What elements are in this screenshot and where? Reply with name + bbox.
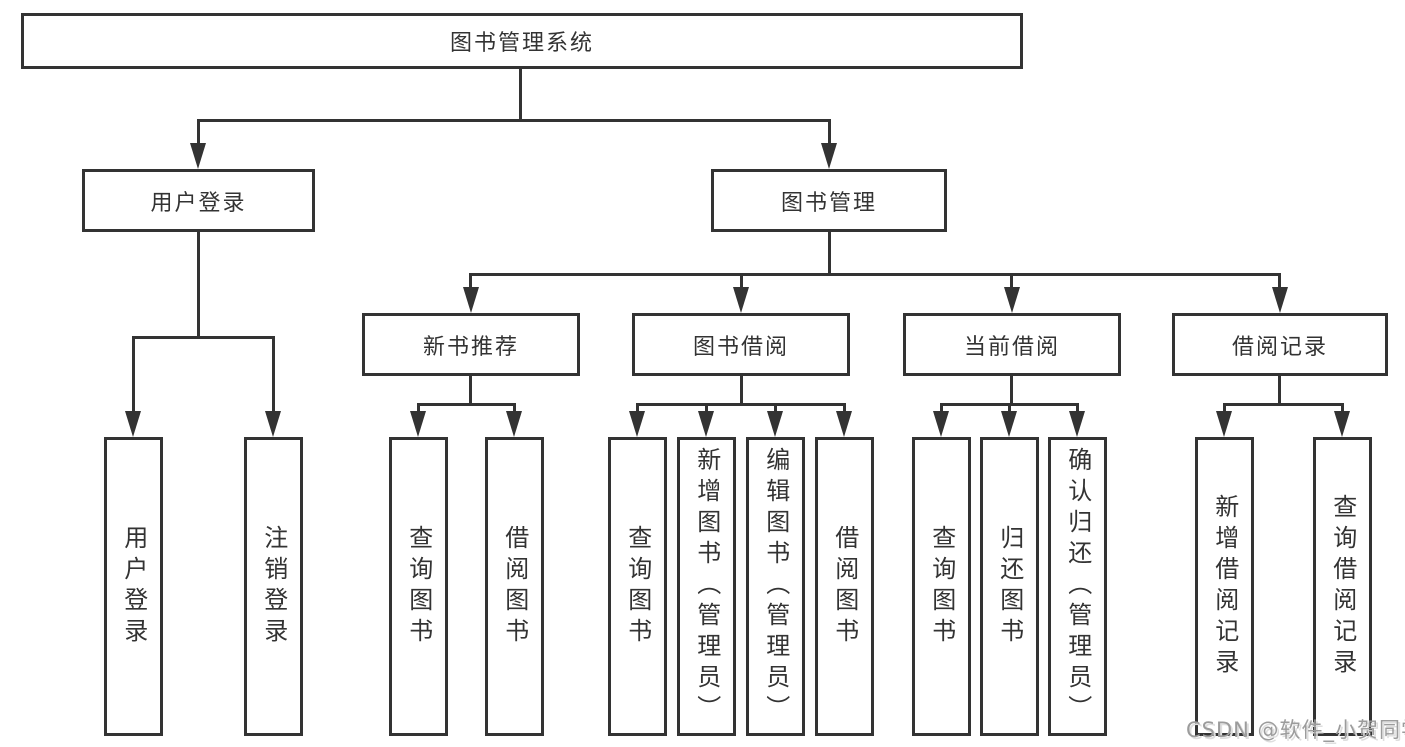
leaf-borrow-query-books-label: 查询图书	[623, 524, 652, 649]
leaf-query-borrow-record: 查询借阅记录	[1313, 437, 1372, 736]
leaf-newbook-borrow-books-label: 借阅图书	[500, 524, 529, 649]
node-current-borrow-label: 当前借阅	[963, 334, 1060, 360]
leaf-user-login-label: 用户登录	[119, 524, 148, 649]
leaf-query-borrow-record-label: 查询借阅记录	[1328, 493, 1357, 680]
connector-records-rail	[1223, 403, 1344, 406]
csdn-watermark: CSDN @软件_小贺同学	[1186, 718, 1405, 742]
connector-root-stem	[519, 69, 522, 121]
leaf-newbook-query-books: 查询图书	[389, 437, 448, 736]
node-borrow-records: 借阅记录	[1172, 313, 1388, 376]
connector-newbook-rail	[417, 403, 516, 406]
node-user-login: 用户登录	[82, 169, 315, 232]
arrowhead-current-leaf-1	[933, 411, 949, 437]
connector-root-rail	[197, 119, 831, 122]
leaf-current-query-books: 查询图书	[912, 437, 971, 736]
leaf-return-books-label: 归还图书	[995, 524, 1024, 649]
arrowhead-borrow-records	[1272, 287, 1288, 313]
arrowhead-current-leaf-3	[1069, 411, 1085, 437]
leaf-confirm-return-admin-label: 确认归还（管理员）	[1063, 447, 1092, 726]
connector-newbook-stem	[469, 376, 472, 403]
connector-root-drop-right	[828, 119, 831, 147]
connector-borrow-drop-2	[705, 403, 708, 413]
connector-current-drop-2	[1008, 403, 1011, 413]
connector-current-drop-1	[940, 403, 943, 413]
connector-login-drop-1	[132, 336, 135, 411]
node-book-borrow: 图书借阅	[632, 313, 850, 376]
leaf-borrow-books: 借阅图书	[815, 437, 874, 736]
connector-mgmt-drop-3	[1010, 273, 1013, 289]
connector-records-drop-1	[1223, 403, 1226, 413]
connector-newbook-drop-2	[513, 403, 516, 413]
connector-mgmt-rail	[469, 273, 1281, 276]
connector-newbook-drop-1	[417, 403, 420, 413]
arrowhead-borrow-leaf-4	[836, 411, 852, 437]
connector-login-drop-2	[272, 336, 275, 411]
arrowhead-login-leaf-1	[125, 411, 141, 437]
arrowhead-newbook-leaf-1	[410, 411, 426, 437]
arrowhead-newbook-leaf-2	[506, 411, 522, 437]
leaf-borrow-books-label: 借阅图书	[830, 524, 859, 649]
arrowhead-current-leaf-2	[1001, 411, 1017, 437]
connector-borrow-rail	[636, 403, 846, 406]
node-user-login-label: 用户登录	[150, 190, 247, 216]
arrowhead-book-management	[821, 143, 837, 169]
connector-mgmt-stem	[828, 232, 831, 273]
connector-current-stem	[1010, 376, 1013, 403]
leaf-add-borrow-record: 新增借阅记录	[1195, 437, 1254, 736]
node-current-borrow: 当前借阅	[903, 313, 1121, 376]
node-book-management: 图书管理	[711, 169, 947, 232]
connector-login-stem	[197, 232, 200, 336]
leaf-newbook-query-books-label: 查询图书	[404, 524, 433, 649]
connector-records-stem	[1278, 376, 1281, 403]
arrowhead-records-leaf-1	[1216, 411, 1232, 437]
arrowhead-user-login	[190, 143, 206, 169]
leaf-borrow-query-books: 查询图书	[608, 437, 667, 736]
leaf-return-books: 归还图书	[980, 437, 1039, 736]
connector-borrow-drop-1	[636, 403, 639, 413]
leaf-logout: 注销登录	[244, 437, 303, 736]
leaf-confirm-return-admin: 确认归还（管理员）	[1048, 437, 1107, 736]
connector-borrow-stem	[740, 376, 743, 403]
node-new-book-recommend: 新书推荐	[362, 313, 580, 376]
arrowhead-new-book	[463, 287, 479, 313]
connector-login-rail	[132, 336, 274, 339]
connector-root-drop-left	[197, 119, 200, 147]
leaf-add-borrow-record-label: 新增借阅记录	[1210, 493, 1239, 680]
arrowhead-borrow-leaf-2	[698, 411, 714, 437]
node-book-borrow-label: 图书借阅	[692, 334, 789, 360]
leaf-user-login: 用户登录	[104, 437, 163, 736]
leaf-newbook-borrow-books: 借阅图书	[485, 437, 544, 736]
leaf-current-query-books-label: 查询图书	[927, 524, 956, 649]
node-borrow-records-label: 借阅记录	[1231, 334, 1328, 360]
leaf-edit-books-admin: 编辑图书（管理员）	[746, 437, 805, 736]
connector-mgmt-drop-2	[740, 273, 743, 289]
node-root-label: 图书管理系统	[449, 31, 594, 56]
node-new-book-recommend-label: 新书推荐	[422, 334, 519, 360]
leaf-edit-books-admin-label: 编辑图书（管理员）	[761, 447, 790, 726]
leaf-add-books-admin: 新增图书（管理员）	[677, 437, 736, 736]
connector-records-drop-2	[1341, 403, 1344, 413]
arrowhead-book-borrow	[733, 287, 749, 313]
node-root: 图书管理系统	[21, 13, 1023, 69]
arrowhead-login-leaf-2	[265, 411, 281, 437]
arrowhead-borrow-leaf-3	[767, 411, 783, 437]
connector-mgmt-drop-1	[469, 273, 472, 289]
connector-mgmt-drop-4	[1278, 273, 1281, 289]
connector-current-drop-3	[1076, 403, 1079, 413]
connector-borrow-drop-4	[843, 403, 846, 413]
arrowhead-current-borrow	[1004, 287, 1020, 313]
arrowhead-borrow-leaf-1	[629, 411, 645, 437]
node-book-management-label: 图书管理	[780, 190, 877, 216]
leaf-add-books-admin-label: 新增图书（管理员）	[692, 447, 721, 726]
connector-borrow-drop-3	[774, 403, 777, 413]
leaf-logout-label: 注销登录	[259, 524, 288, 649]
arrowhead-records-leaf-2	[1334, 411, 1350, 437]
